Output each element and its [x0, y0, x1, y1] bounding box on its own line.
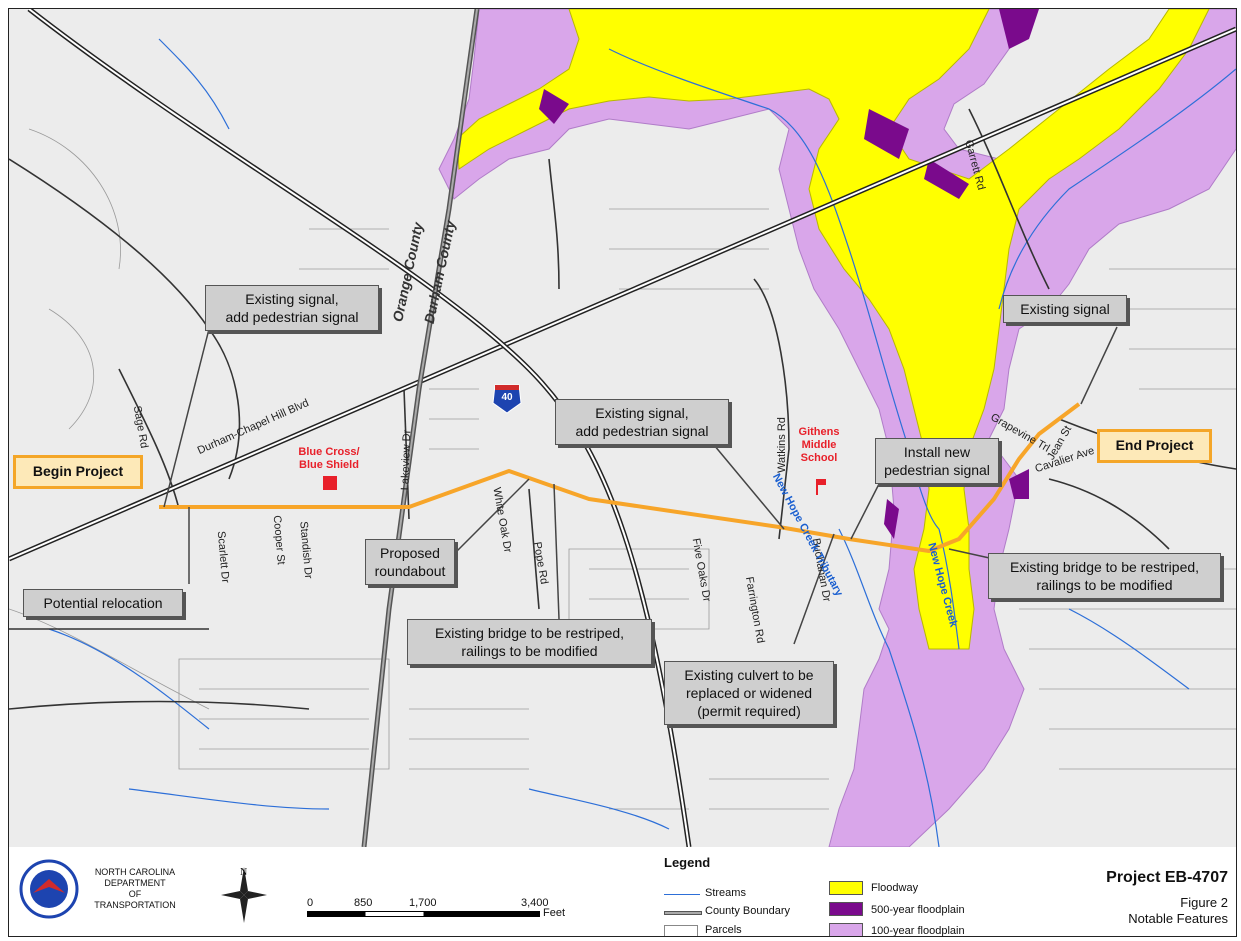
landmark-blue-cross: Blue Cross/ Blue Shield [298, 446, 360, 471]
figure-number: Figure 2 [1180, 895, 1228, 910]
north-label: N [240, 867, 248, 878]
callout-signal-middle: Existing signal, add pedestrian signal [555, 399, 729, 445]
legend-parcels-swatch [664, 925, 698, 936]
scale-tick-3: 3,400 [521, 897, 549, 909]
scale-bar [307, 911, 540, 917]
school-flag-icon [816, 479, 826, 495]
legend-streams-swatch [664, 894, 700, 895]
map-graphic [9, 9, 1236, 847]
callout-potential-relocation: Potential relocation [23, 589, 183, 617]
end-project-label: End Project [1097, 429, 1212, 463]
callout-culvert: Existing culvert to be replaced or widen… [664, 661, 834, 725]
legend-500yr-swatch [829, 902, 863, 916]
callout-signal-east: Existing signal [1003, 295, 1127, 323]
legend-county-swatch [664, 911, 702, 915]
scale-tick-2: 1,700 [409, 897, 437, 909]
legend-floodway-label: Floodway [871, 882, 919, 894]
building-icon [323, 476, 337, 490]
interstate-shield [492, 384, 522, 414]
roads [9, 108, 1236, 710]
project-route [159, 402, 1081, 553]
callout-signal-west: Existing signal, add pedestrian signal [205, 285, 379, 331]
highways [9, 9, 1236, 847]
legend-county-label: County Boundary [705, 905, 790, 917]
leader-lines [163, 326, 1118, 645]
map-figure: Sage Rd Durham-Chapel Hill Blvd Lakeview… [8, 8, 1237, 937]
road-label-lakeview: Lakeview Dr [399, 429, 414, 491]
legend-500yr-label: 500-year floodplain [871, 904, 965, 916]
landmark-githens: Githens Middle School [798, 426, 840, 464]
callout-proposed-roundabout: Proposed roundabout [365, 539, 455, 585]
map-canvas[interactable]: Sage Rd Durham-Chapel Hill Blvd Lakeview… [9, 9, 1236, 848]
ncdot-seal-icon [19, 859, 79, 919]
legend-100yr-swatch [829, 923, 863, 936]
legend-floodway-swatch [829, 881, 863, 895]
callout-bridge-east: Existing bridge to be restriped, railing… [988, 553, 1221, 599]
begin-project-label: Begin Project [13, 455, 143, 489]
map-footer: NORTH CAROLINA DEPARTMENT OF TRANSPORTAT… [9, 847, 1236, 936]
agency-name: NORTH CAROLINA DEPARTMENT OF TRANSPORTAT… [94, 867, 176, 910]
scale-tick-1: 850 [354, 897, 373, 909]
callout-bridge-west: Existing bridge to be restriped, railing… [407, 619, 652, 665]
interstate-label: 40 [501, 392, 513, 403]
floodway [456, 9, 1210, 650]
scale-unit: Feet [543, 907, 566, 919]
project-number: Project EB-4707 [1106, 869, 1228, 886]
road-label-watkins: Watkins Rd [775, 417, 788, 473]
callout-install-signal: Install new pedestrian signal [875, 438, 999, 484]
legend-streams-label: Streams [705, 887, 746, 899]
scale-tick-0: 0 [307, 897, 314, 909]
figure-title: Notable Features [1128, 911, 1228, 926]
legend-parcels-label: Parcels [705, 924, 742, 936]
legend-title: Legend [664, 855, 711, 870]
north-arrow-icon [221, 867, 267, 923]
legend-100yr-label: 100-year floodplain [871, 925, 965, 937]
streams [48, 38, 1236, 847]
